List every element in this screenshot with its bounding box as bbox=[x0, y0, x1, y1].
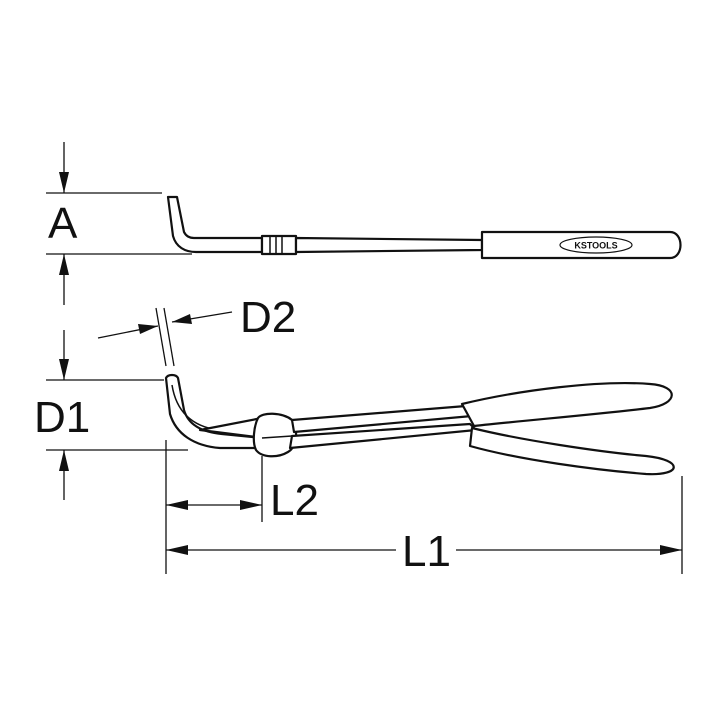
label-l1: L1 bbox=[402, 527, 451, 576]
side-view-pliers: KSTOOLS bbox=[166, 195, 682, 260]
label-d1: D1 bbox=[34, 393, 90, 442]
dimension-d2: D2 bbox=[97, 293, 296, 367]
label-l2: L2 bbox=[270, 476, 319, 525]
logo-text: KSTOOLS bbox=[574, 241, 617, 251]
dimension-l2: L2 bbox=[165, 440, 319, 574]
dimension-a: A bbox=[46, 142, 192, 305]
kstools-logo: KSTOOLS bbox=[559, 236, 633, 254]
dimension-d1: D1 bbox=[34, 330, 188, 500]
top-view-pliers bbox=[164, 373, 675, 476]
label-a: A bbox=[48, 199, 78, 248]
label-d2: D2 bbox=[240, 293, 296, 342]
dimension-l1: L1 bbox=[166, 476, 683, 576]
